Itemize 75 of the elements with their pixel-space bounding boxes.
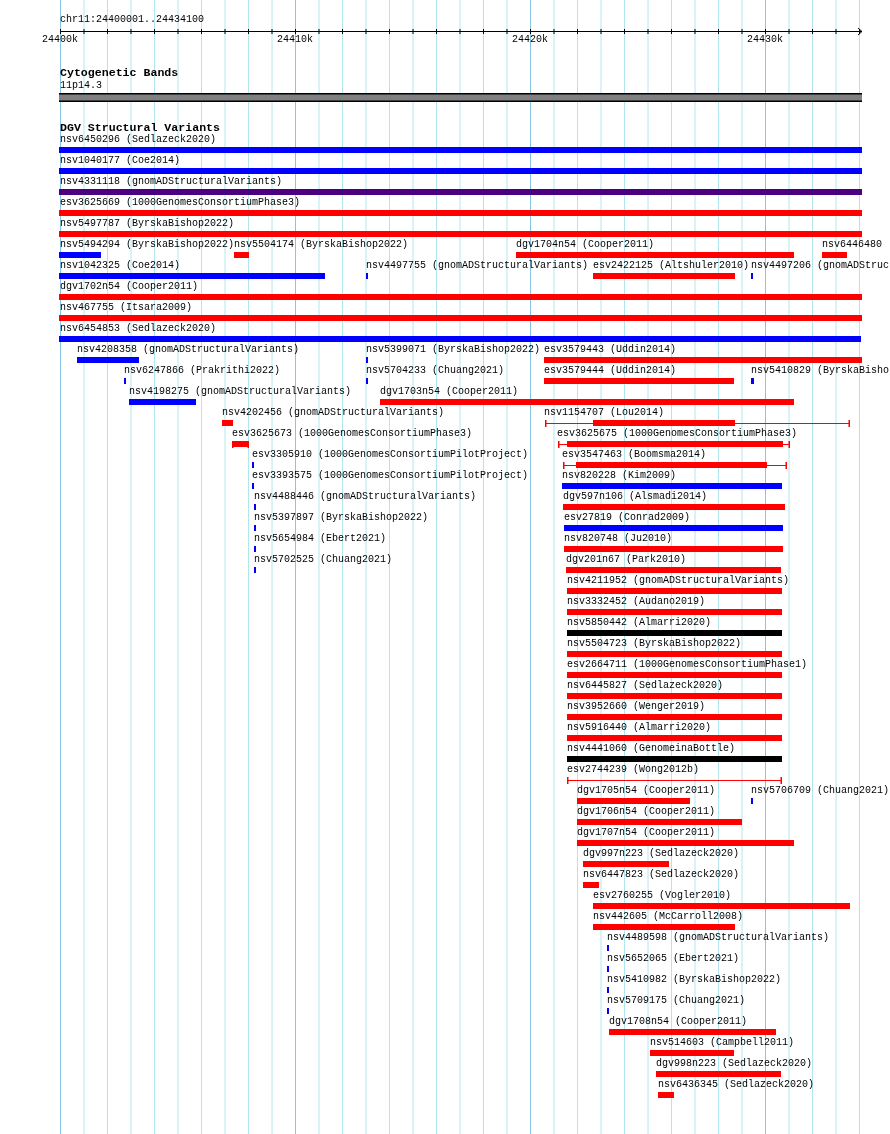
variant-label: dgv1708n54 (Cooper2011) bbox=[609, 1016, 748, 1028]
variant-label: nsv6450296 (Sedlazeck2020) bbox=[60, 134, 217, 146]
variant-label: nsv4497206 (gnomADStruc bbox=[751, 260, 890, 272]
variant-label: esv2744239 (Wong2012b) bbox=[567, 764, 700, 776]
variant-label: nsv5410829 (ByrskaBisho bbox=[751, 365, 890, 377]
variant-label: nsv6454853 (Sedlazeck2020) bbox=[60, 323, 217, 335]
variant-label: nsv5504174 (ByrskaBishop2022) bbox=[234, 239, 409, 251]
variant-label: nsv5494294 (ByrskaBishop2022) bbox=[60, 239, 235, 251]
variant-label: esv3625669 (1000GenomesConsortiumPhase3) bbox=[60, 197, 301, 209]
variant-label: dgv597n106 (Alsmadi2014) bbox=[563, 491, 708, 503]
variant-label: nsv6247866 (Prakrithi2022) bbox=[124, 365, 281, 377]
variant-label: esv2760255 (Vogler2010) bbox=[593, 890, 732, 902]
variant-label: dgv1704n54 (Cooper2011) bbox=[516, 239, 655, 251]
variant-label: esv2664711 (1000GenomesConsortiumPhase1) bbox=[567, 659, 808, 671]
variant-label: esv3547463 (Boomsma2014) bbox=[562, 449, 707, 461]
variant-label: nsv820748 (Ju2010) bbox=[564, 533, 673, 545]
variant-label: nsv5399071 (ByrskaBishop2022) bbox=[366, 344, 541, 356]
variant-label: esv3625673 (1000GenomesConsortiumPhase3) bbox=[232, 428, 473, 440]
variant-label: dgv201n67 (Park2010) bbox=[566, 554, 687, 566]
variant-label: nsv820228 (Kim2009) bbox=[562, 470, 677, 482]
scale-label: 24410k bbox=[277, 34, 313, 46]
variant-label: nsv5704233 (Chuang2021) bbox=[366, 365, 505, 377]
variant-label: nsv3952660 (Wenger2019) bbox=[567, 701, 706, 713]
variant-label: nsv4208358 (gnomADStructuralVariants) bbox=[77, 344, 300, 356]
variant-label: nsv4489598 (gnomADStructuralVariants) bbox=[607, 932, 830, 944]
variant-label: nsv5654984 (Ebert2021) bbox=[254, 533, 387, 545]
variant-label: esv3579443 (Uddin2014) bbox=[544, 344, 677, 356]
variant-label: nsv4441060 (GenomeinaBottle) bbox=[567, 743, 736, 755]
variant-label: nsv1154707 (Lou2014) bbox=[544, 407, 665, 419]
variant-label: nsv5497787 (ByrskaBishop2022) bbox=[60, 218, 235, 230]
variant-label: esv2422125 (Altshuler2010) bbox=[593, 260, 750, 272]
track-heading: DGV Structural Variants bbox=[60, 121, 221, 134]
band-label: 11p14.3 bbox=[60, 80, 102, 92]
variant-label: esv3579444 (Uddin2014) bbox=[544, 365, 677, 377]
variant-label: nsv5504723 (ByrskaBishop2022) bbox=[567, 638, 742, 650]
variant-label: nsv4488446 (gnomADStructuralVariants) bbox=[254, 491, 477, 503]
variant-label: nsv467755 (Itsara2009) bbox=[60, 302, 193, 314]
scale-label: 24420k bbox=[512, 34, 548, 46]
variant-label: nsv5706709 (Chuang2021) bbox=[751, 785, 890, 797]
variant-label: nsv6446480 bbox=[822, 239, 882, 251]
variant-label: nsv5916440 (Almarri2020) bbox=[567, 722, 712, 734]
variant-label: nsv3332452 (Audano2019) bbox=[567, 596, 706, 608]
variant-label: dgv1707n54 (Cooper2011) bbox=[577, 827, 716, 839]
variant-label: esv3625675 (1000GenomesConsortiumPhase3) bbox=[557, 428, 798, 440]
variant-label: nsv5410982 (ByrskaBishop2022) bbox=[607, 974, 782, 986]
track-heading: Cytogenetic Bands bbox=[60, 66, 179, 79]
variant-label: nsv5702525 (Chuang2021) bbox=[254, 554, 393, 566]
variant-label: nsv1042325 (Coe2014) bbox=[60, 260, 181, 272]
variant-label: nsv514603 (Campbell2011) bbox=[650, 1037, 795, 1049]
variant-label: nsv4198275 (gnomADStructuralVariants) bbox=[129, 386, 352, 398]
variant-label: dgv1702n54 (Cooper2011) bbox=[60, 281, 199, 293]
variant-label: nsv5850442 (Almarri2020) bbox=[567, 617, 712, 629]
variant-label: nsv6447823 (Sedlazeck2020) bbox=[583, 869, 740, 881]
variant-label: nsv6445827 (Sedlazeck2020) bbox=[567, 680, 724, 692]
variant-label: nsv442605 (McCarroll2008) bbox=[593, 911, 744, 923]
variant-label: nsv5652065 (Ebert2021) bbox=[607, 953, 740, 965]
variant-label: nsv5709175 (Chuang2021) bbox=[607, 995, 746, 1007]
variant-label: nsv6436345 (Sedlazeck2020) bbox=[658, 1079, 815, 1091]
scale-label: 24400k bbox=[42, 34, 78, 46]
variant-label: nsv4211952 (gnomADStructuralVariants) bbox=[567, 575, 790, 587]
variant-label: esv27819 (Conrad2009) bbox=[564, 512, 691, 524]
scale-label: 24430k bbox=[747, 34, 783, 46]
variant-label: nsv5397897 (ByrskaBishop2022) bbox=[254, 512, 429, 524]
variant-label: nsv1040177 (Coe2014) bbox=[60, 155, 181, 167]
location-label: chr11:24400001..24434100 bbox=[60, 14, 205, 26]
variant-label: nsv4202456 (gnomADStructuralVariants) bbox=[222, 407, 445, 419]
variant-label: esv3305910 (1000GenomesConsortiumPilotProject) bbox=[252, 449, 529, 461]
variant-label: nsv4497755 (gnomADStructuralVariants) bbox=[366, 260, 589, 272]
variant-label: dgv1703n54 (Cooper2011) bbox=[380, 386, 519, 398]
variant-label: dgv998n223 (Sedlazeck2020) bbox=[656, 1058, 813, 1070]
variant-label: nsv4331118 (gnomADStructuralVariants) bbox=[60, 176, 283, 188]
variant-label: dgv997n223 (Sedlazeck2020) bbox=[583, 848, 740, 860]
variant-label: dgv1706n54 (Cooper2011) bbox=[577, 806, 716, 818]
variant-label: esv3393575 (1000GenomesConsortiumPilotProject) bbox=[252, 470, 529, 482]
variant-label: dgv1705n54 (Cooper2011) bbox=[577, 785, 716, 797]
